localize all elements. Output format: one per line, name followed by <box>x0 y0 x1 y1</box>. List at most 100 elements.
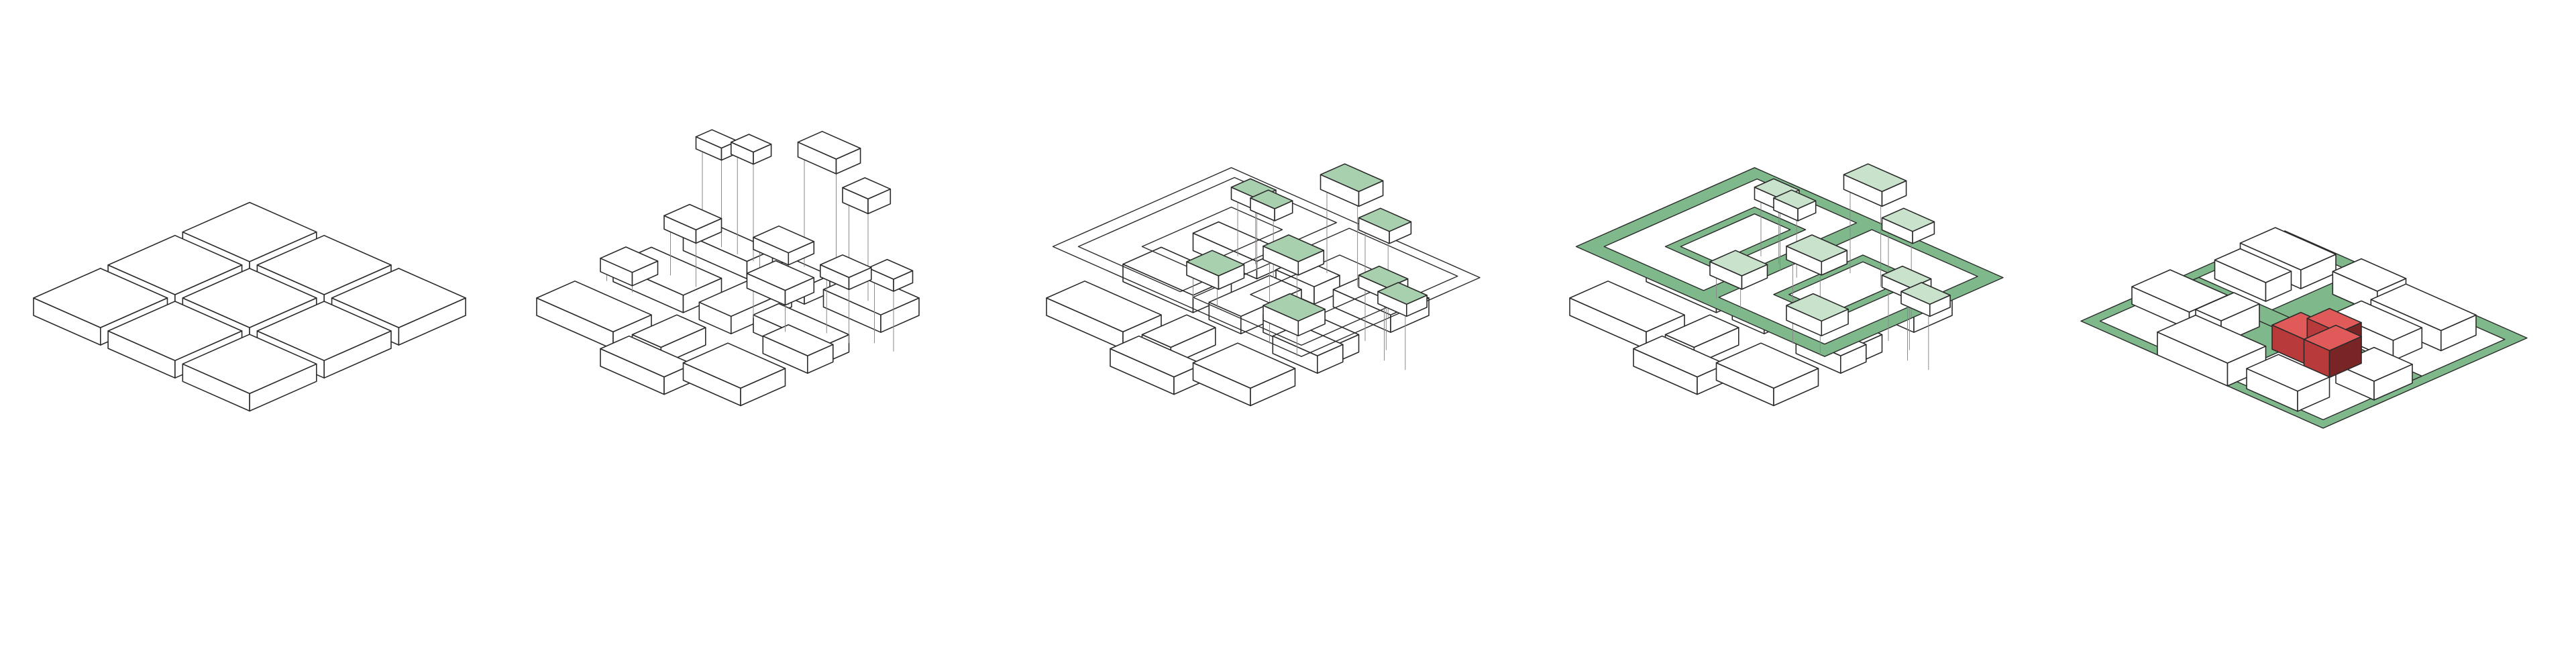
block-top-face <box>1786 234 1848 262</box>
block-top-face <box>746 260 815 291</box>
lifted-block <box>867 258 914 292</box>
lifted-block <box>797 131 861 174</box>
green-roof-block <box>1377 282 1428 317</box>
lifted-block <box>842 177 892 215</box>
block-top-face <box>600 246 659 273</box>
green-roof-block <box>1250 189 1293 221</box>
green-network-drawing <box>1569 163 2004 407</box>
lifted-block <box>663 203 722 244</box>
block-top-face <box>2332 258 2407 292</box>
green-roof-block <box>1709 250 1768 290</box>
block-top-face <box>2195 292 2260 321</box>
block-top-face <box>1843 163 1907 193</box>
block-top-face <box>842 177 892 200</box>
lifted-block <box>746 260 815 306</box>
block-top-face <box>1664 314 1739 348</box>
base-block <box>182 334 317 412</box>
green-roof-block <box>1900 282 1951 317</box>
ring-outline <box>1052 167 1481 357</box>
block-top-face <box>1320 163 1384 193</box>
block-top-face <box>1786 293 1849 322</box>
building-block <box>2335 346 2413 401</box>
block-top-face <box>1358 207 1412 232</box>
block-top-face <box>867 258 914 280</box>
block-top-face <box>182 268 317 328</box>
lifted-block <box>753 225 815 266</box>
block-top-face <box>1569 280 1685 333</box>
block-top-face <box>1141 314 1216 348</box>
plinth-block <box>682 342 786 407</box>
block-top-face <box>182 201 317 262</box>
plinth-block <box>1715 342 1819 407</box>
base-blocks-drawing <box>33 201 466 412</box>
block-top-face <box>797 131 861 160</box>
block-top-face <box>2306 307 2362 334</box>
green-roof-block <box>1320 163 1384 207</box>
green-roof-block <box>1773 189 1817 221</box>
green-roof-block <box>1786 234 1848 276</box>
block-top-face <box>730 134 772 153</box>
block-top-face <box>256 234 392 295</box>
block-top-face <box>1263 234 1325 262</box>
block-top-face <box>1192 342 1296 389</box>
ring-outline <box>1077 177 1337 293</box>
block-top-face <box>819 254 872 279</box>
green-roof-block <box>1881 207 1935 244</box>
exploded-blocks-drawing <box>536 129 920 407</box>
green-roof-block <box>1263 293 1326 337</box>
green-rings-drawing <box>1046 163 1481 407</box>
panel-exploded <box>510 0 1020 651</box>
block-top-face <box>1263 293 1326 322</box>
block-top-face <box>1881 207 1935 232</box>
block-top-face <box>1358 265 1409 289</box>
panel-final-massing <box>2080 0 2576 651</box>
plinth-block <box>600 335 694 395</box>
block-top-face <box>1046 280 1162 333</box>
block-top-face <box>663 203 722 231</box>
block-top-face <box>256 301 392 362</box>
block-top-face <box>2214 248 2292 283</box>
block-top-face <box>2332 300 2423 342</box>
block-top-face <box>1250 189 1293 209</box>
block-top-face <box>1208 274 1302 317</box>
block-top-face <box>331 268 466 328</box>
block-top-face <box>2370 283 2477 332</box>
green-roof-block <box>1786 293 1849 337</box>
lifted-block <box>819 254 872 291</box>
lifted-block <box>730 134 772 165</box>
ring-outline <box>1192 228 1458 346</box>
block-top-face <box>2157 314 2267 364</box>
block-top-face <box>107 234 243 295</box>
block-top-face <box>1186 250 1245 277</box>
final-massing-drawing <box>2080 227 2528 429</box>
block-top-face <box>1715 342 1819 389</box>
panel-base-blocks <box>0 0 510 651</box>
block-top-face <box>1377 282 1428 305</box>
lifted-block <box>600 246 659 287</box>
green-roof-block <box>1843 163 1907 207</box>
block-top-face <box>536 280 652 333</box>
panel-green-network <box>1543 0 2080 651</box>
block-top-face <box>33 268 168 328</box>
block-top-face <box>682 342 786 389</box>
block-top-face <box>631 314 706 348</box>
block-top-face <box>2246 354 2330 392</box>
block-top-face <box>1881 265 1932 289</box>
panel-green-rings <box>1020 0 1543 651</box>
block-top-face <box>182 334 317 395</box>
highlight-block <box>2303 324 2362 379</box>
block-top-face <box>1709 250 1768 277</box>
plinth-block <box>1192 342 1296 407</box>
block-top-face <box>762 324 834 356</box>
block-top-face <box>2303 324 2362 352</box>
green-roof-block <box>1263 234 1325 276</box>
block-top-face <box>1900 282 1951 305</box>
plinth-block <box>1569 280 1685 350</box>
block-top-face <box>107 301 243 362</box>
building-block <box>2214 248 2292 302</box>
block-top-face <box>753 225 815 254</box>
building-block <box>2246 354 2330 412</box>
green-roof-block <box>1358 207 1412 244</box>
building-block <box>2157 314 2267 387</box>
